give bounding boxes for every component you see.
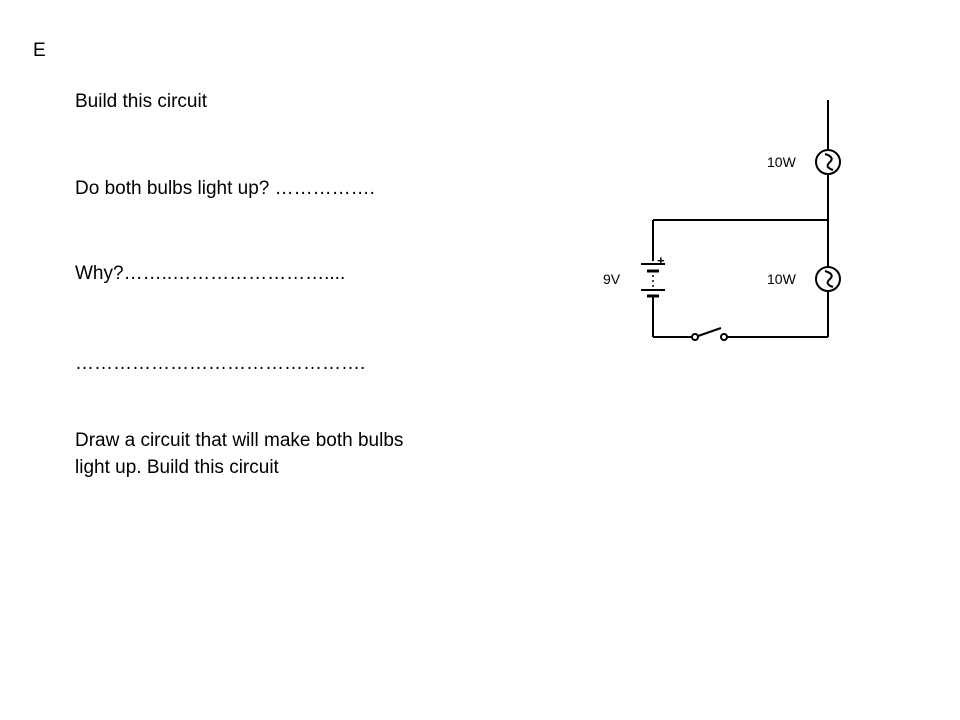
answer-line: ………………………………………. bbox=[75, 353, 366, 374]
why-text: Why?……..…………………….... bbox=[75, 263, 346, 284]
task-line-1: Draw a circuit that will make both bulbs bbox=[75, 430, 404, 451]
instruction-text: Build this circuit bbox=[75, 91, 207, 112]
battery-label: 9V bbox=[603, 271, 621, 287]
switch-symbol bbox=[691, 327, 728, 341]
bulb-bottom-label: 10W bbox=[767, 271, 797, 287]
circuit-wires bbox=[652, 100, 829, 338]
task-text: Draw a circuit that will make both bulbs… bbox=[75, 427, 525, 481]
bulb-top-label: 10W bbox=[767, 154, 797, 170]
bulb-bottom bbox=[815, 266, 841, 292]
task-line-2: light up. Build this circuit bbox=[75, 457, 279, 478]
bulb-top bbox=[815, 149, 841, 175]
battery-symbol bbox=[641, 263, 665, 298]
question-text: Do both bulbs light up? ……………. bbox=[75, 178, 375, 199]
battery-positive-sign: + bbox=[657, 253, 665, 268]
circuit-diagram: 10W 10W + 9V bbox=[603, 100, 841, 341]
slide-letter: E bbox=[33, 40, 46, 61]
